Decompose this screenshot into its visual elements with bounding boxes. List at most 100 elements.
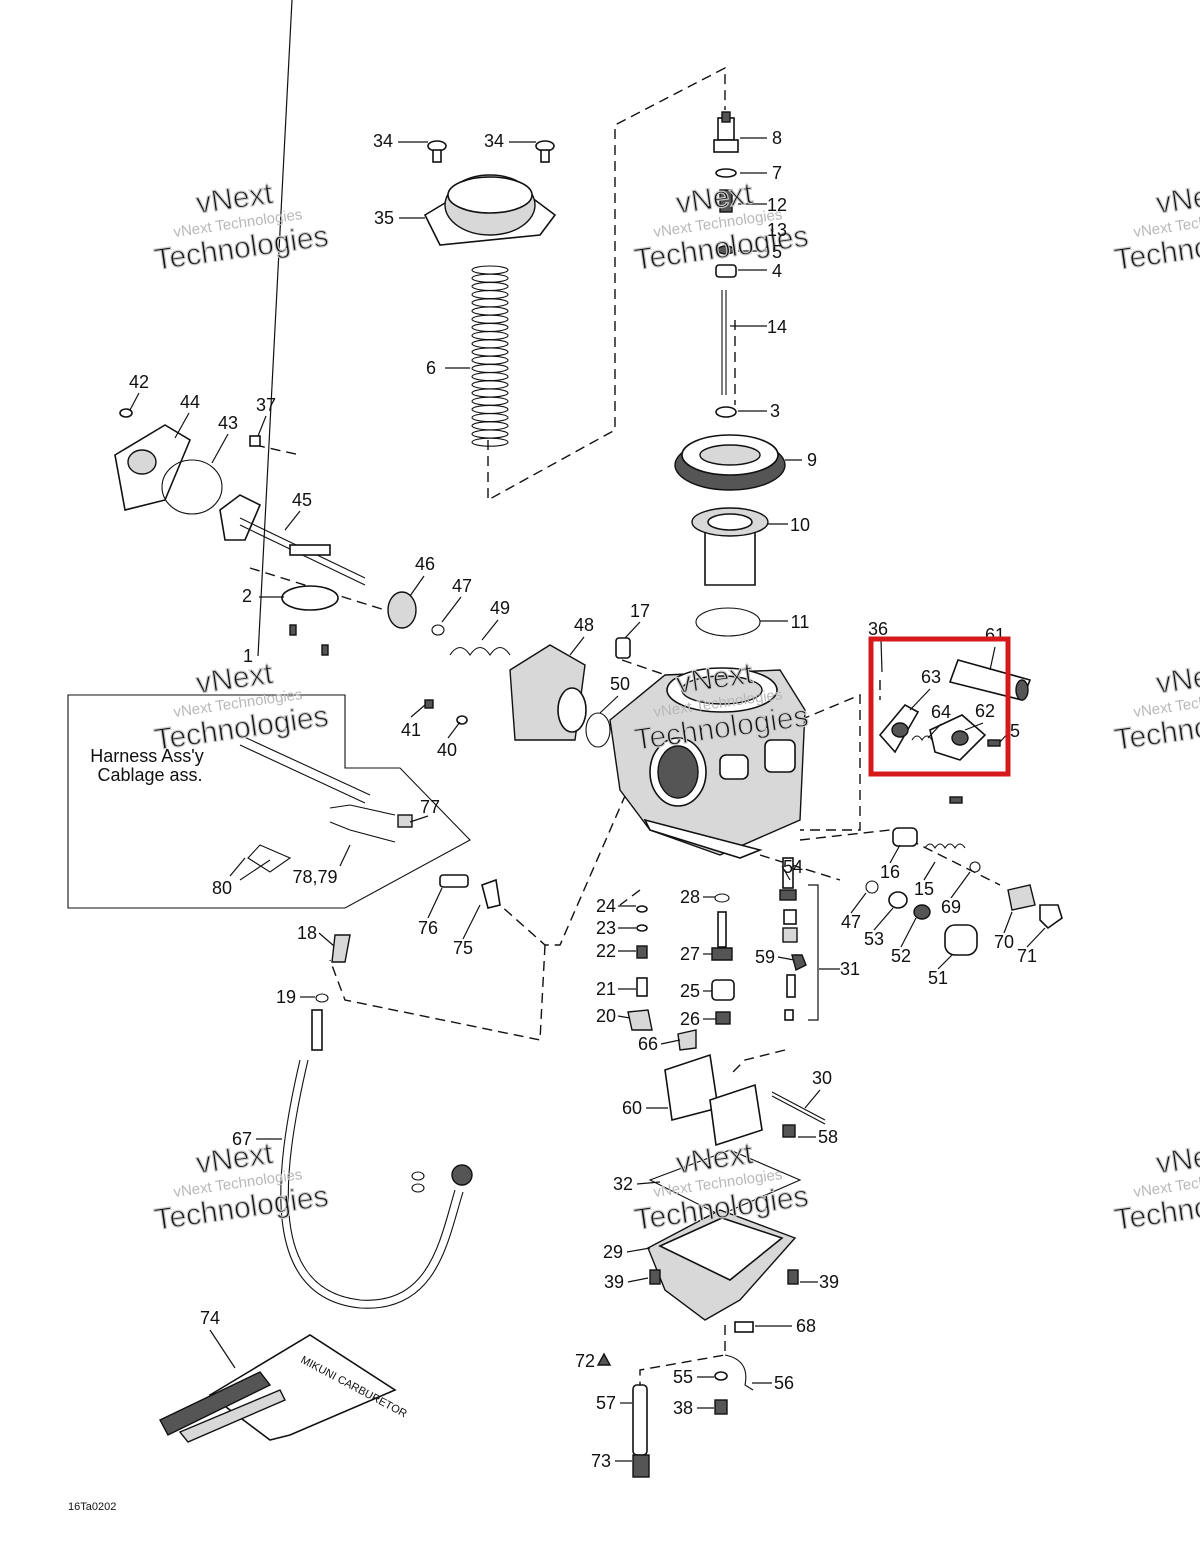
leader-lines [129,0,1046,1462]
diaphragm-9 [674,434,786,491]
harness-box [67,694,471,909]
part-number-label: 23 [596,918,616,938]
part-number-label: 71 [1017,946,1037,966]
part-number-label: 39 [604,1272,624,1292]
part-number-label: 2 [242,586,252,606]
part-number-label: 63 [921,667,941,687]
part-number-label: 14 [767,317,787,337]
part-number-label: 69 [941,897,961,917]
part-number-label: 13 [767,220,787,240]
idle-parts-46-49 [387,591,511,656]
assembly-guides [249,66,1001,1385]
spring-6 [471,265,509,447]
jet-column-left [627,905,697,1051]
watermark-line1: vNext [1154,657,1200,700]
part-number-label: 66 [638,1034,658,1054]
plug-17 [615,637,631,659]
part-number-label: 59 [755,947,775,967]
part-number-label: 12 [767,195,787,215]
part-number-label: 77 [420,797,440,817]
part-number-label: 80 [212,878,232,898]
throttle-cable-67 [280,934,473,1309]
part-number-label: 17 [630,601,650,621]
tool-kit-74: MIKUNI CARBURETOR [159,1334,409,1443]
spring-coil [471,347,509,357]
part-number-label: 25 [680,981,700,1001]
part-number-label: 53 [864,929,884,949]
spring-coil [471,372,509,382]
part-number-label: 31 [840,959,860,979]
part-number-label: 40 [437,740,457,760]
part-number-label: 22 [596,941,616,961]
part-number-label: 18 [297,923,317,943]
spring-coil [471,363,509,373]
part-number-label: 58 [818,1127,838,1147]
part-number-label: 50 [610,674,630,694]
part-number-label: 32 [613,1174,633,1194]
part-number-label: 64 [931,702,951,722]
harness-label-en: Harness Ass'y [90,746,203,766]
screw-34-left [427,140,447,163]
spring-coil [471,429,509,439]
part-number-label: 6 [426,358,436,378]
part-number-label: 43 [218,413,238,433]
part-number-label: 68 [796,1316,816,1336]
part-number-label: 51 [928,968,948,988]
part-number-label: 52 [891,946,911,966]
part-number-label: 11 [791,612,810,632]
part-number-label: 26 [680,1009,700,1029]
part-number-label: 56 [774,1373,794,1393]
part-number-label: 30 [812,1068,832,1088]
part-number-label: 46 [415,554,435,574]
part-number-label: 41 [401,720,421,740]
part-number-label: 4 [772,261,782,281]
part-number-label: 38 [673,1398,693,1418]
drain-group [596,1352,754,1478]
spring-coil [471,339,509,349]
jet-column-center [711,893,735,1025]
part-number-label: 21 [596,979,616,999]
part-number-label: 9 [807,450,817,470]
housing-48 [509,644,587,741]
watermark-line1: vNext [1154,1137,1200,1180]
part-number-label: 75 [453,938,473,958]
spring-coil [471,306,509,316]
spring-coil [471,322,509,332]
part-number-label: 5 [772,242,782,262]
part-number-label: 29 [603,1242,623,1262]
part-number-label: 60 [622,1098,642,1118]
spring-coil [471,298,509,308]
part-number-label: 5 [1010,721,1020,741]
carburetor-body [609,667,806,859]
spring-coil [471,396,509,406]
float-bowl-29 [647,1149,802,1333]
spring-coil [471,421,509,431]
part-number-label: 3 [770,401,780,421]
part-number-label: 39 [819,1272,839,1292]
jet-column-right [779,857,819,1021]
part-number-label: 55 [673,1367,693,1387]
spring-coil [471,413,509,423]
needle-stack [713,111,739,418]
screws-41-40 [424,699,468,725]
part-number-label: 7 [772,163,782,183]
spring-coil [471,273,509,283]
part-number-label: 45 [292,490,312,510]
drawing-code: 16Ta0202 [68,1501,116,1513]
o-ring-50 [585,712,611,748]
part-number-label: 47 [452,576,472,596]
part-number-label: 35 [374,208,394,228]
spring-coil [471,437,509,447]
top-cap-35 [423,174,557,246]
spring-coil [471,331,509,341]
part-number-label: 61 [985,625,1005,645]
part-number-label: 76 [418,918,438,938]
part-number-label: 28 [680,887,700,907]
o-ring-11 [695,607,761,637]
